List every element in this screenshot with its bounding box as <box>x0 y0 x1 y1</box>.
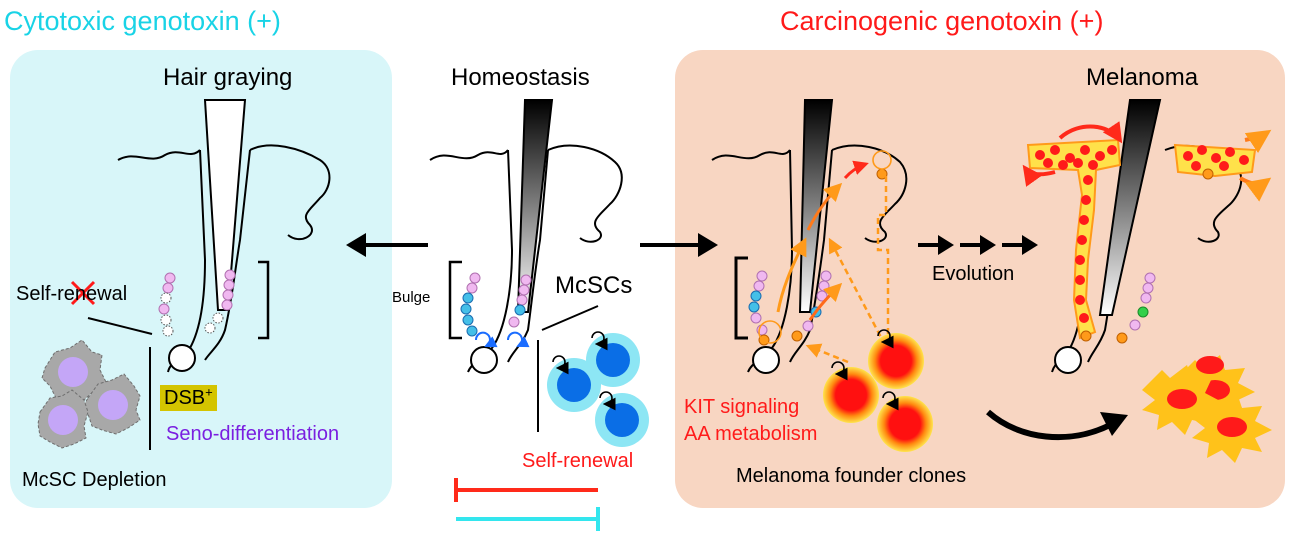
title-melanoma: Melanoma <box>1086 64 1199 91</box>
curved-arrow-head <box>1100 412 1128 436</box>
label-mcsc-depletion: McSC Depletion <box>22 469 167 491</box>
mcsc-cells <box>547 331 649 447</box>
migration-arrows <box>758 160 890 364</box>
label-evolution: Evolution <box>932 263 1015 285</box>
label-seno-differentiation: Seno-differentiation <box>166 423 340 445</box>
label-dsb: DSB+ <box>160 384 217 411</box>
left-callout-line <box>87 317 153 335</box>
senescent-cells <box>37 339 141 449</box>
label-self-renewal-center: Self-renewal <box>522 450 634 472</box>
title-hair-graying: Hair graying <box>163 64 293 91</box>
label-aa-metabolism: AA metabolism <box>684 423 818 445</box>
header-carcinogenic: Carcinogenic genotoxin (+) <box>780 6 1104 36</box>
self-renewal-cross-icon <box>70 280 96 306</box>
label-kit-signaling: KIT signaling <box>684 396 800 418</box>
founder-clone-cells <box>823 329 933 452</box>
label-self-renewal-crossed: Self-renewal <box>16 283 128 305</box>
inhibition-bar-red <box>454 478 598 502</box>
arrow-to-melanoma <box>640 233 718 257</box>
left-hair-follicle <box>117 99 331 373</box>
header-cytotoxic: Cytotoxic genotoxin (+) <box>4 6 281 36</box>
right-hair-follicle-1 <box>711 99 908 374</box>
melanoma-cells <box>1142 355 1272 463</box>
label-bulge: Bulge <box>392 289 431 306</box>
arrow-to-hair-graying <box>346 233 428 257</box>
curved-progression-arrow <box>986 409 1112 441</box>
title-homeostasis: Homeostasis <box>451 64 590 91</box>
center-cell-column <box>460 272 532 348</box>
left-cell-column <box>158 269 236 337</box>
inhibition-bar-cyan <box>456 507 600 531</box>
evolution-arrows <box>918 235 1038 255</box>
right-cell-column-1 <box>748 150 892 346</box>
mcscs-callout-line <box>541 305 599 331</box>
label-mcscs: McSCs <box>555 272 633 299</box>
label-founder-clones: Melanoma founder clones <box>736 465 967 487</box>
melanoma-spread <box>1022 121 1272 340</box>
right-cell-column-2 <box>1080 168 1214 344</box>
center-hair-follicle <box>429 99 623 374</box>
